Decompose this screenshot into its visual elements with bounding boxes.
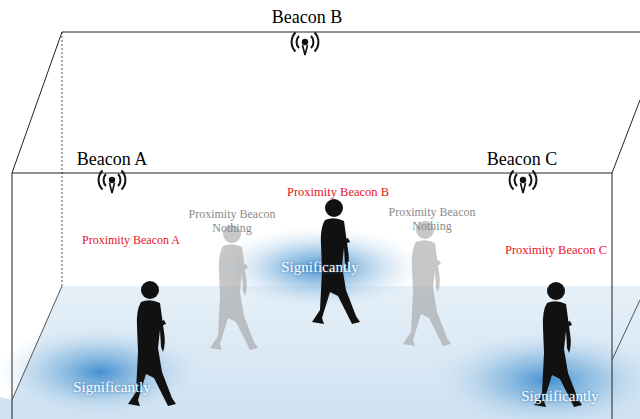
signal-zone-label: Significantly: [281, 259, 359, 276]
proximity-label: Proximity Beacon A: [81, 234, 181, 248]
signal-zone-label: Significantly: [73, 379, 151, 396]
beacon-name: Beacon C: [487, 149, 557, 170]
proximity-label: Proximity Beacon Nothing: [382, 206, 482, 234]
beacon-name: Beacon B: [272, 7, 342, 28]
proximity-label: Proximity Beacon B: [287, 185, 389, 199]
proximity-label: Proximity Beacon Nothing: [182, 208, 282, 236]
signal-zone-label: Significantly: [521, 388, 599, 405]
proximity-label: Proximity Beacon C: [505, 243, 607, 257]
beacon-name: Beacon A: [77, 149, 147, 170]
